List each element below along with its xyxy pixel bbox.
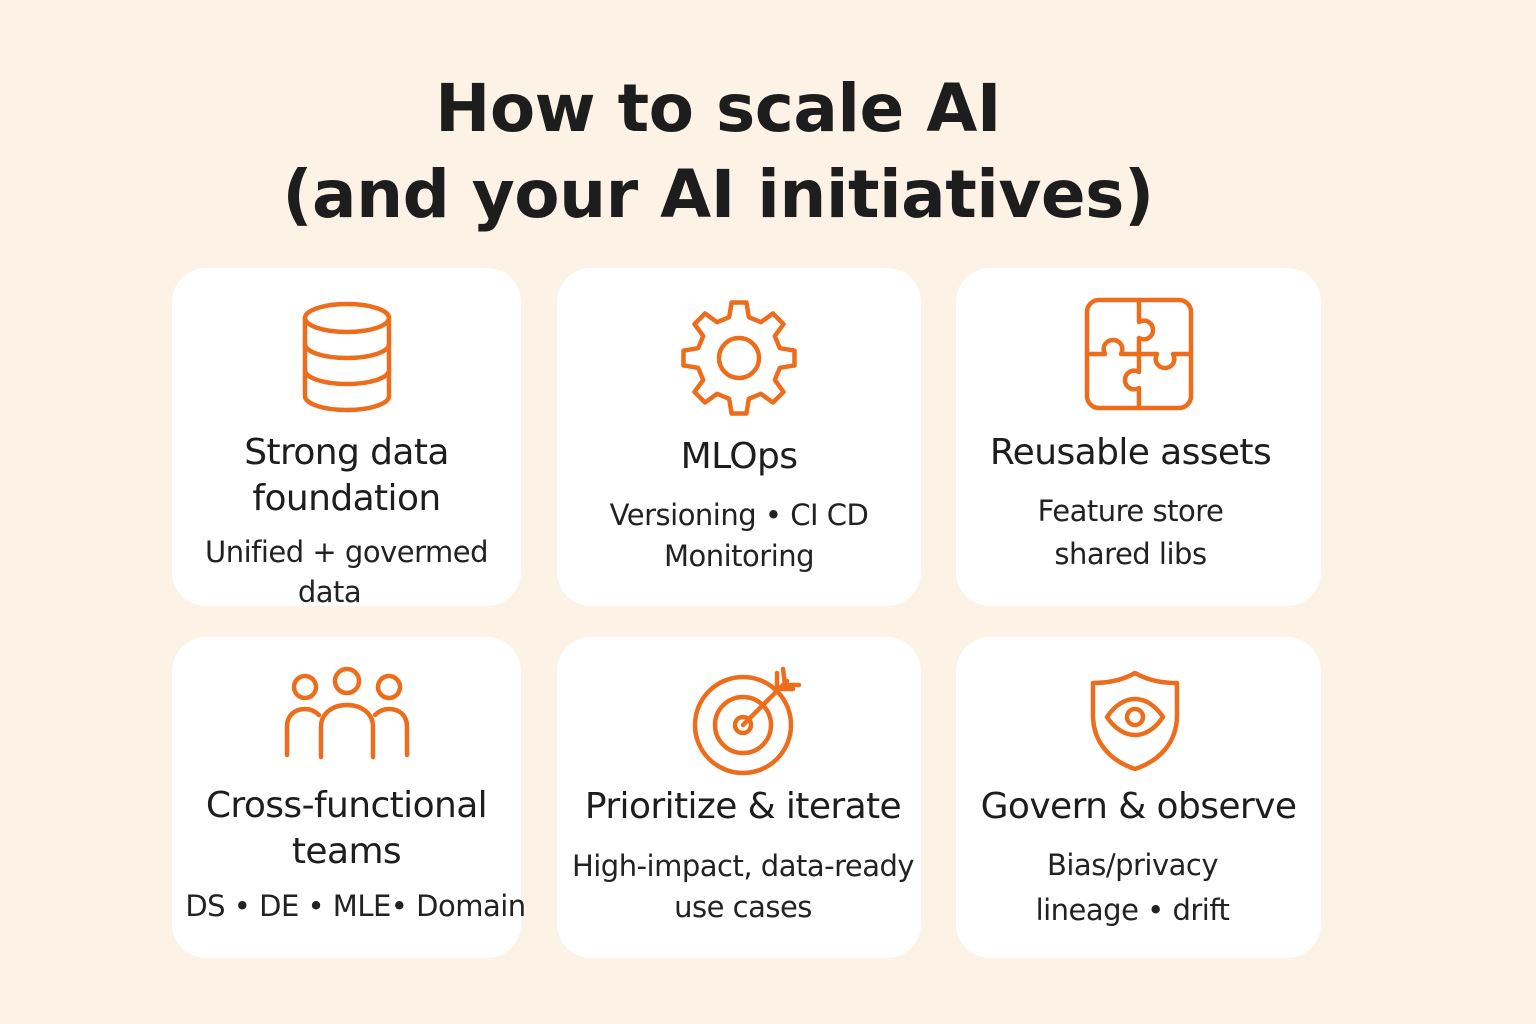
card-subtitle-line: Unified + govermed xyxy=(205,535,488,569)
card-title: Prioritize & iterate xyxy=(561,784,925,830)
card-subtitle: Versioning • CI CD Monitoring xyxy=(557,495,921,577)
card-title-line: foundation xyxy=(252,478,441,519)
card-title-line: teams xyxy=(291,831,402,872)
team-icon xyxy=(281,665,413,761)
page-title-line-1: How to scale AI xyxy=(435,70,1001,147)
card-subtitle-line: use cases xyxy=(674,890,812,924)
card-subtitle-line: Versioning • CI CD xyxy=(609,498,869,532)
card-subtitle-line: High-impact, data-ready xyxy=(571,849,915,883)
card-title-line: Reusable assets xyxy=(989,432,1272,473)
card-subtitle-line: shared libs xyxy=(1054,537,1207,571)
card-mlops: MLOps Versioning • CI CD Monitoring xyxy=(557,268,921,606)
card-subtitle: Unified + govermed data xyxy=(172,532,521,612)
card-subtitle: Bias/privacy lineage • drift xyxy=(950,843,1315,933)
card-title: Govern & observe xyxy=(956,784,1321,830)
card-title: Cross-functional teams xyxy=(172,783,521,875)
card-subtitle-line: Monitoring xyxy=(663,539,815,573)
card-cross-functional-teams: Cross-functional teams DS • DE • MLE• Do… xyxy=(172,637,526,958)
card-subtitle-line: lineage • drift xyxy=(1035,893,1230,927)
card-subtitle-line: DS • DE • MLE• Domain xyxy=(185,889,526,923)
card-title-line: Cross-functional xyxy=(205,785,488,826)
card-subtitle: DS • DE • MLE• Domain xyxy=(181,886,530,927)
card-subtitle-line: Bias/privacy xyxy=(1046,848,1219,882)
gear-hub xyxy=(716,335,762,381)
puzzle-icon xyxy=(1083,296,1195,412)
card-subtitle: High-impact, data-ready use cases xyxy=(561,846,925,928)
gear-icon xyxy=(677,296,801,420)
card-title-line: Strong data xyxy=(244,432,449,473)
card-title-line: Govern & observe xyxy=(980,786,1297,827)
card-title-line: MLOps xyxy=(680,436,798,477)
card-prioritize-iterate: Prioritize & iterate High-impact, data-r… xyxy=(557,637,921,958)
card-data-foundation: Strong data foundation Unified + goverme… xyxy=(172,268,521,609)
card-title: MLOps xyxy=(557,434,921,480)
card-title: Reusable assets xyxy=(948,430,1313,476)
card-subtitle-line: data xyxy=(297,575,362,609)
card-title: Strong data foundation xyxy=(172,430,521,522)
page-title: How to scale AI (and your AI initiatives… xyxy=(0,66,1436,238)
target-icon xyxy=(691,665,803,777)
card-title-line: Prioritize & iterate xyxy=(584,786,902,827)
shield-eye-icon xyxy=(1087,669,1183,773)
card-govern-observe: Govern & observe Bias/privacy lineage • … xyxy=(956,637,1321,958)
card-reusable-assets: Reusable assets Feature store shared lib… xyxy=(956,268,1321,606)
gear-outline xyxy=(681,300,797,416)
card-subtitle: Feature store shared libs xyxy=(948,490,1313,576)
page-title-line-2: (and your AI initiatives) xyxy=(282,156,1154,233)
card-subtitle-line: Feature store xyxy=(1037,494,1224,528)
database-icon xyxy=(299,300,395,416)
